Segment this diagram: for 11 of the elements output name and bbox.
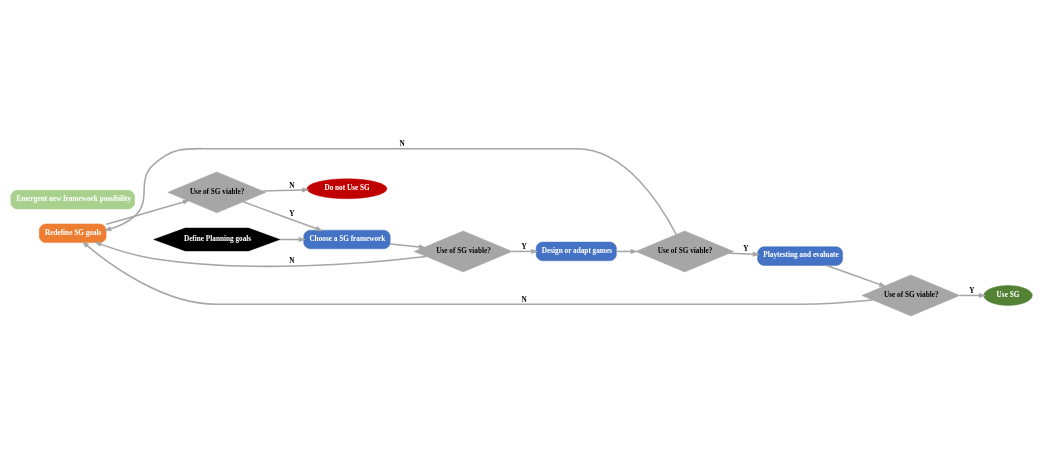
arrow (389, 243, 427, 250)
arrow (262, 187, 310, 193)
arrow (511, 248, 539, 254)
arrow (105, 199, 191, 225)
arrow (103, 147, 677, 236)
arrow (728, 251, 760, 257)
arrow (959, 292, 987, 298)
arrow (242, 201, 323, 231)
arrow (279, 236, 306, 243)
arrow (825, 264, 887, 287)
arrow (94, 241, 427, 268)
